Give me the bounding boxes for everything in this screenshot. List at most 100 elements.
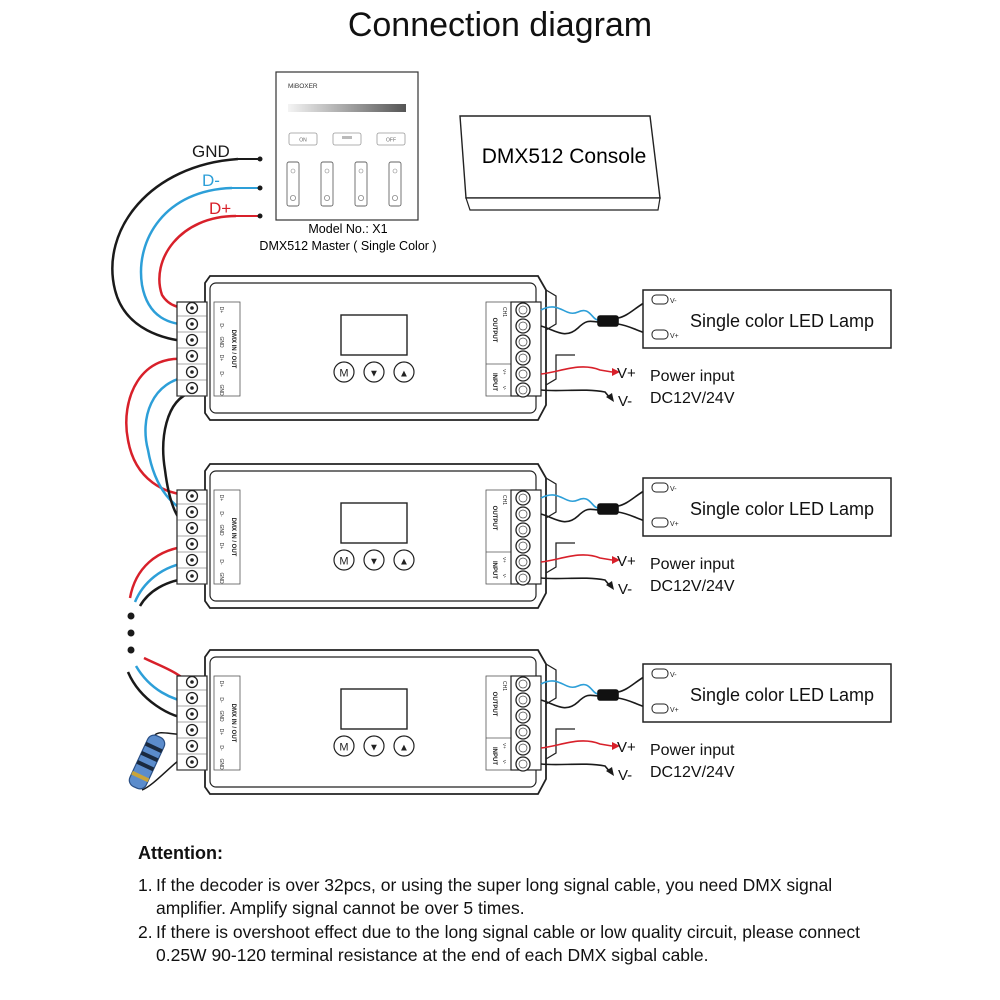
master-wire-leads — [232, 156, 263, 219]
attention-section: Attention: 1. If the decoder is over 32p… — [138, 842, 898, 968]
dmx-terminal-label: D+ — [218, 355, 224, 362]
attention-item-2: 2. If there is overshoot effect due to t… — [138, 921, 898, 968]
dmx-terminal-label: GND — [218, 710, 224, 722]
output-terminal-screw[interactable] — [515, 366, 531, 382]
up-button[interactable] — [393, 361, 415, 383]
input-terminal-label: V+ — [502, 743, 507, 749]
decoder-display — [340, 688, 408, 730]
master-slider-4[interactable] — [388, 161, 402, 207]
m-button[interactable] — [333, 361, 355, 383]
dmx-terminal-label: GND — [218, 572, 224, 584]
output-terminal-screw[interactable] — [515, 522, 531, 538]
output-terminal-screw[interactable] — [515, 490, 531, 506]
lamp-wiring — [540, 299, 653, 335]
master-off-button[interactable] — [376, 132, 406, 146]
lamp-v-plus-label: V+ — [670, 333, 679, 340]
d-minus-label: D- — [202, 171, 220, 190]
dmx-master-panel: MiBOXER ON OFF — [275, 71, 419, 221]
lamp-label: Single color LED Lamp — [690, 499, 874, 519]
master-brightness-strip — [288, 104, 406, 112]
wire-connector — [597, 503, 619, 515]
master-slider-2[interactable] — [320, 161, 334, 207]
down-button[interactable] — [363, 549, 385, 571]
master-slider-3[interactable] — [354, 161, 368, 207]
input-terminal-label: V- — [502, 760, 507, 765]
output-terminal-screw[interactable] — [515, 382, 531, 398]
lamp-v-plus-label: V+ — [670, 521, 679, 528]
output-terminal-screw[interactable] — [515, 538, 531, 554]
master-description: DMX512 Master ( Single Color ) — [259, 239, 436, 253]
input-group-label: INPUT — [491, 373, 497, 391]
power-voltage-label: DC12V/24V — [650, 764, 735, 781]
output-terminal-screw[interactable] — [515, 692, 531, 708]
output-group-label: OUTPUT — [491, 692, 497, 717]
master-on-button[interactable] — [288, 132, 318, 146]
d-plus-wire-1-2 — [125, 357, 193, 497]
wire-connector — [597, 315, 619, 327]
dmx-terminal-label: GND — [218, 758, 224, 770]
power-v-plus-label: V+ — [617, 365, 636, 382]
output-terminal-screw[interactable] — [515, 554, 531, 570]
single-color-led-lamp: V-V+Single color LED Lamp — [642, 289, 892, 349]
output-terminal-screw[interactable] — [515, 570, 531, 586]
power-input-label: Power input — [650, 742, 735, 759]
master-on-label: ON — [299, 138, 307, 144]
power-v-minus-label: V- — [618, 393, 632, 410]
output-terminal-screw[interactable] — [515, 318, 531, 334]
dmx-group-label: DMX IN / OUT — [230, 518, 236, 557]
attention-item-2-text: If there is overshoot effect due to the … — [156, 921, 860, 966]
power-wiring — [540, 366, 620, 402]
output-terminal-screw[interactable] — [515, 724, 531, 740]
lamp-label: Single color LED Lamp — [690, 685, 874, 705]
dmx-terminal-label: D- — [218, 323, 224, 329]
output-terminal-screw[interactable] — [515, 740, 531, 756]
m-button[interactable] — [333, 549, 355, 571]
dmx-console: DMX512 Console — [459, 115, 661, 211]
output-terminal-screw[interactable] — [515, 708, 531, 724]
m-button-label: M — [339, 742, 348, 754]
dmx-group-label: DMX IN / OUT — [230, 704, 236, 743]
output-terminal-screw[interactable] — [515, 302, 531, 318]
decoder-display — [340, 502, 408, 544]
down-button[interactable] — [363, 735, 385, 757]
output-terminal-screw[interactable] — [515, 756, 531, 772]
down-button-icon: ▼ — [369, 369, 379, 380]
power-wiring — [540, 740, 620, 776]
down-button[interactable] — [363, 361, 385, 383]
power-voltage-label: DC12V/24V — [650, 578, 735, 595]
m-button[interactable] — [333, 735, 355, 757]
master-brand: MiBOXER — [288, 83, 318, 90]
dmx-terminal-label: D- — [218, 371, 224, 377]
d-minus-wire-1-2 — [144, 374, 193, 514]
master-model: Model No.: X1 — [308, 222, 387, 236]
gnd-label: GND — [192, 142, 230, 161]
output-terminal-screw[interactable] — [515, 506, 531, 522]
up-button[interactable] — [393, 549, 415, 571]
dmx-terminal-label: D- — [218, 697, 224, 703]
up-button-icon: ▲ — [399, 369, 409, 380]
power-input-label: Power input — [650, 556, 735, 573]
lamp-v-minus-label: V- — [670, 486, 677, 493]
master-sliders — [286, 161, 402, 207]
attention-item-2-number: 2. — [138, 921, 153, 942]
gnd-wire-master — [111, 157, 239, 344]
terminal-resistor — [128, 734, 166, 790]
single-color-led-lamp: V-V+Single color LED Lamp — [642, 663, 892, 723]
d-minus-wire-master — [139, 186, 233, 327]
power-v-plus-label: V+ — [617, 739, 636, 756]
ch1-label: CH1 — [501, 681, 507, 691]
lamp-wiring — [540, 673, 653, 709]
output-terminal-screw[interactable] — [515, 350, 531, 366]
up-button[interactable] — [393, 735, 415, 757]
power-wiring — [540, 554, 620, 590]
output-terminal-screw[interactable] — [515, 676, 531, 692]
master-slider-1[interactable] — [286, 161, 300, 207]
attention-title: Attention: — [138, 843, 223, 863]
output-terminal-screw[interactable] — [515, 334, 531, 350]
attention-item-1: 1. If the decoder is over 32pcs, or usin… — [138, 874, 898, 921]
